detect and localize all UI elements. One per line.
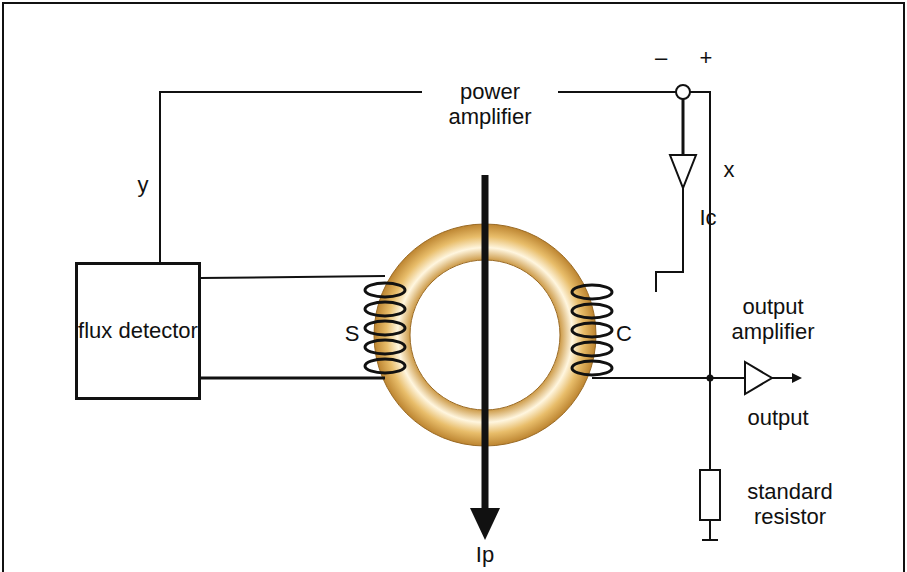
ground-symbol <box>702 539 718 541</box>
box-label: flux detector <box>78 319 198 344</box>
current-name: Ip <box>476 543 494 568</box>
coil-name: C <box>616 322 632 347</box>
resistor-label: standard resistor <box>735 480 845 529</box>
compensation-wire <box>656 188 683 292</box>
sense-wire <box>200 377 385 380</box>
terminal-sign: – <box>655 46 667 71</box>
coil-turn <box>365 321 405 335</box>
output-label: output <box>747 406 808 431</box>
coil-turn <box>365 340 405 354</box>
signal-name: y <box>138 173 149 198</box>
terminal-sign: + <box>700 46 713 71</box>
signal-name: Ic <box>699 206 716 231</box>
coil-turn <box>365 302 405 316</box>
output-amplifier-symbol <box>745 362 772 394</box>
frame <box>3 3 904 572</box>
coil-turn <box>572 323 612 337</box>
coil-turn <box>572 304 612 318</box>
amp-input-wire <box>682 99 685 155</box>
amplifier-label: output amplifier <box>718 295 828 344</box>
output-arrow <box>772 377 800 379</box>
feedback-wire <box>160 92 676 262</box>
coil-turn <box>365 359 405 373</box>
coil-turn <box>572 361 612 375</box>
summing-junction <box>676 85 690 99</box>
primary-conductor <box>482 175 489 510</box>
signal-name: x <box>724 158 735 183</box>
ground-wire <box>709 520 711 540</box>
current-arrowhead <box>470 508 500 540</box>
coil-name: S <box>345 322 360 347</box>
amplifier-label: power amplifier <box>422 80 558 129</box>
coil-windings <box>365 283 612 375</box>
resistor-symbol <box>700 470 720 520</box>
coil-turn <box>365 283 405 297</box>
sense-wire <box>200 276 385 278</box>
coil-turn <box>572 285 612 299</box>
coil-turn <box>572 342 612 356</box>
output-wire <box>592 377 745 379</box>
resistor-wire <box>709 440 711 470</box>
detector-box: flux detector <box>75 262 201 400</box>
power-amplifier-symbol <box>670 155 696 188</box>
junction-dot <box>707 375 714 382</box>
